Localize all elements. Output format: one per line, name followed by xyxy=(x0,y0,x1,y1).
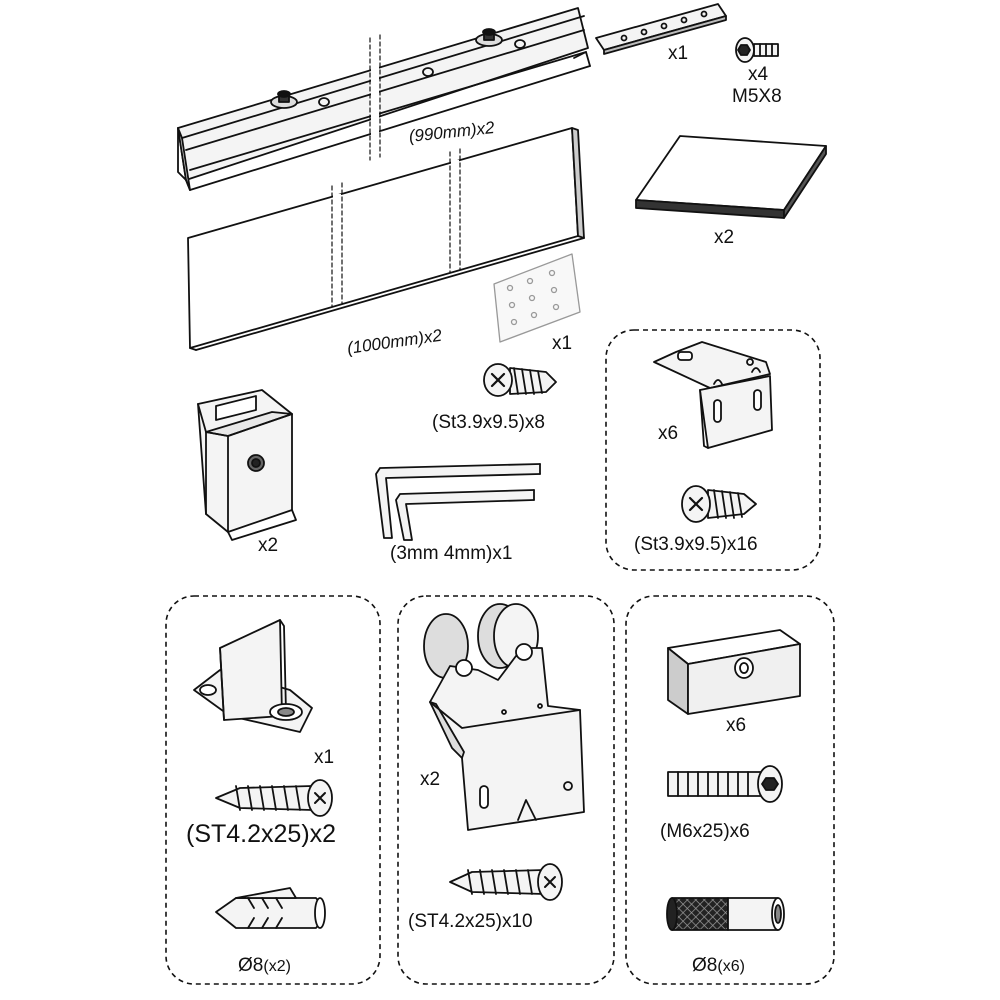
screw-st39-large-qty-label: (St3.9x9.5)x16 xyxy=(634,534,758,555)
spacer-block-drawing xyxy=(667,629,801,715)
carriage-group-box xyxy=(397,595,615,985)
wall-plug-bolt-qty-label: Ø8(x6) xyxy=(692,956,745,975)
rail-bolt-icon xyxy=(270,90,298,109)
wall-plug-knurled-icon xyxy=(666,897,785,931)
rail-bolt-icon xyxy=(475,28,503,47)
screw-st42-guide-icon xyxy=(215,779,333,817)
floor-guide-drawing xyxy=(193,619,313,733)
spacer-block-qty-label: x6 xyxy=(726,715,747,736)
hex-keys-drawing xyxy=(375,463,541,541)
roller-carriage-drawing xyxy=(423,603,585,831)
angle-bracket-qty-label: x6 xyxy=(658,423,679,444)
screw-st39-large-icon xyxy=(681,485,757,523)
screw-st42-carriage-icon xyxy=(449,863,563,901)
end-stop-qty-label: x2 xyxy=(258,535,279,556)
joint-plate-qty-label: x1 xyxy=(552,333,573,354)
wall-plug-guide-count: (x2) xyxy=(263,958,291,975)
angle-bracket-drawing xyxy=(653,341,773,449)
joint-plate-drawing xyxy=(493,253,581,343)
wall-plug-guide-qty-label: Ø8(x2) xyxy=(238,956,291,975)
wall-plug-guide-icon xyxy=(215,887,326,929)
wall-plug-bolt-count: (x6) xyxy=(717,958,745,975)
hex-keys-qty-label: (3mm 4mm)x1 xyxy=(390,543,513,564)
floor-guide-group-box xyxy=(165,595,381,985)
rail-connector-qty-label: x1 xyxy=(668,43,689,64)
bracket-group-box xyxy=(605,329,821,571)
m6-bolt-icon xyxy=(667,765,783,803)
end-stop-drawing xyxy=(197,389,297,541)
m5-bolt-icon xyxy=(735,37,779,63)
screw-st42-guide-qty-label: (ST4.2x25)x2 xyxy=(186,820,337,848)
wall-plug-guide-diameter: Ø8 xyxy=(238,955,264,976)
plate-qty-label: x2 xyxy=(714,227,735,248)
screw-st42-carriage-qty-label: (ST4.2x25)x10 xyxy=(408,911,533,932)
screw-st39-small-qty-label: (St3.9x9.5)x8 xyxy=(432,412,545,433)
wall-plug-bolt-diameter: Ø8 xyxy=(692,955,718,976)
m5-bolt-size-label: M5X8 xyxy=(732,86,782,107)
m6-bolt-qty-label: (M6x25)x6 xyxy=(660,821,750,842)
rail-drawing xyxy=(177,7,591,191)
square-plate-drawing xyxy=(635,135,827,219)
roller-carriage-qty-label: x2 xyxy=(420,769,441,790)
m5-bolt-qty-label: x4 xyxy=(748,64,769,85)
spacer-group-box xyxy=(625,595,835,985)
floor-guide-qty-label: x1 xyxy=(314,747,335,768)
screw-st39-icon xyxy=(483,363,557,397)
rail-connector-drawing xyxy=(595,3,727,55)
cover-strip-drawing xyxy=(187,127,585,351)
